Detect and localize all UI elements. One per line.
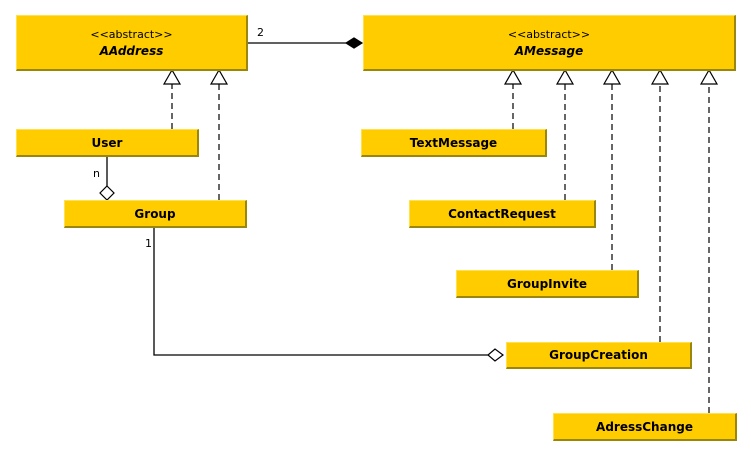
edge-generalization-groupcreation-amessage bbox=[650, 68, 670, 342]
class-box-groupinvite[interactable]: GroupInvite bbox=[456, 270, 639, 298]
edge-generalization-adresschange-amessage bbox=[699, 68, 719, 413]
multiplicity-label-user-group: n bbox=[93, 167, 100, 180]
edge-generalization-contactrequest-amessage bbox=[555, 68, 575, 200]
class-stereotype-aaddress: <<abstract>> bbox=[90, 27, 173, 41]
class-box-adresschange[interactable]: AdressChange bbox=[553, 413, 737, 441]
edge-generalization-textmessage-amessage bbox=[503, 68, 523, 129]
class-box-contactrequest[interactable]: ContactRequest bbox=[409, 200, 596, 228]
multiplicity-label-aaddress-amessage: 2 bbox=[257, 26, 264, 39]
class-stereotype-amessage: <<abstract>> bbox=[507, 27, 591, 41]
edge-aggregation-user-group bbox=[99, 157, 115, 201]
class-name-textmessage: TextMessage bbox=[409, 135, 498, 150]
multiplicity-label-group-groupcreation: 1 bbox=[145, 237, 152, 250]
class-box-groupcreation[interactable]: GroupCreation bbox=[506, 342, 692, 369]
class-box-textmessage[interactable]: TextMessage bbox=[361, 129, 547, 157]
class-name-adresschange: AdressChange bbox=[596, 419, 693, 434]
edge-composition-aaddress-amessage bbox=[248, 37, 364, 49]
class-name-contactrequest: ContactRequest bbox=[448, 206, 556, 221]
class-box-amessage[interactable]: <<abstract>> AMessage bbox=[363, 15, 736, 71]
class-box-group[interactable]: Group bbox=[64, 200, 247, 228]
edge-generalization-group-aaddress bbox=[209, 68, 229, 200]
edge-generalization-groupinvite-amessage bbox=[602, 68, 622, 270]
class-name-user: User bbox=[91, 135, 123, 150]
class-name-group: Group bbox=[134, 206, 176, 221]
class-name-groupinvite: GroupInvite bbox=[507, 276, 587, 291]
edge-aggregation-group-groupcreation bbox=[153, 228, 504, 362]
class-name-aaddress: AAddress bbox=[99, 43, 164, 58]
class-box-aaddress[interactable]: <<abstract>> AAddress bbox=[16, 15, 248, 71]
class-box-user[interactable]: User bbox=[16, 129, 199, 157]
class-name-groupcreation: GroupCreation bbox=[549, 348, 648, 362]
class-name-amessage: AMessage bbox=[514, 43, 584, 58]
edge-generalization-user-aaddress bbox=[162, 68, 182, 129]
